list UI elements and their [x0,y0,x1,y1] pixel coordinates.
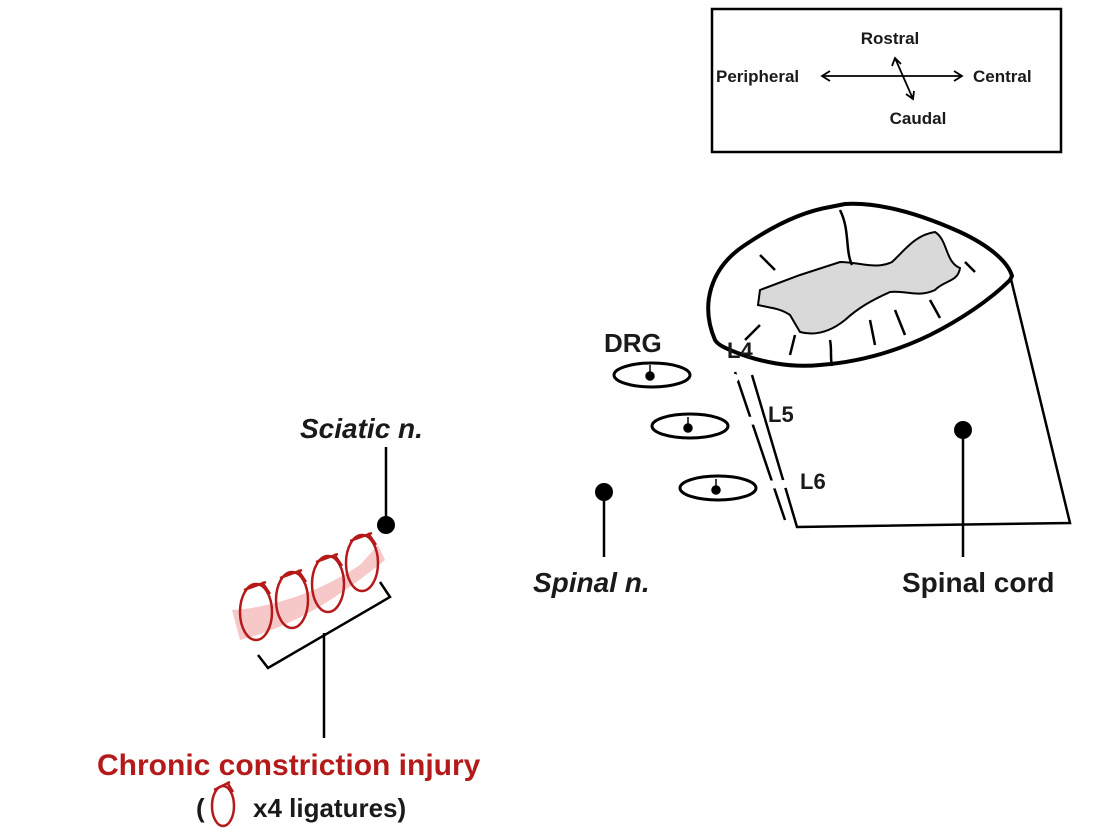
nerve-bundle [14,363,785,648]
cord-median-sulcus [830,340,832,366]
label-l6: L6 [800,469,826,494]
sciatic-pointer [377,447,395,534]
cci-legend-line: ( x4 ligatures) [196,782,406,826]
orientation-legend: Rostral Caudal Peripheral Central [712,9,1061,152]
label-l4: L4 [727,338,753,363]
peripheral-branches [14,553,180,648]
legend-peripheral: Peripheral [716,67,799,86]
label-spinal-nerve: Spinal n. [533,567,650,598]
legend-caudal: Caudal [890,109,947,128]
spinal-nerve-pointer [595,483,613,557]
cci-paren-open: ( [196,793,205,823]
label-drg: DRG [604,328,662,358]
cci-ligature-count: x4 ligatures) [253,793,406,823]
cci-injury-site [232,533,390,738]
spinal-cord-pointer [954,421,972,557]
spinal-cord [708,204,1070,527]
ligature-icon [212,782,234,826]
legend-rostral: Rostral [861,29,920,48]
legend-central: Central [973,67,1032,86]
label-cci-title: Chronic constriction injury [97,749,481,782]
label-spinal-cord: Spinal cord [902,567,1054,598]
label-l5: L5 [768,402,794,427]
label-sciatic-nerve: Sciatic n. [300,413,423,444]
